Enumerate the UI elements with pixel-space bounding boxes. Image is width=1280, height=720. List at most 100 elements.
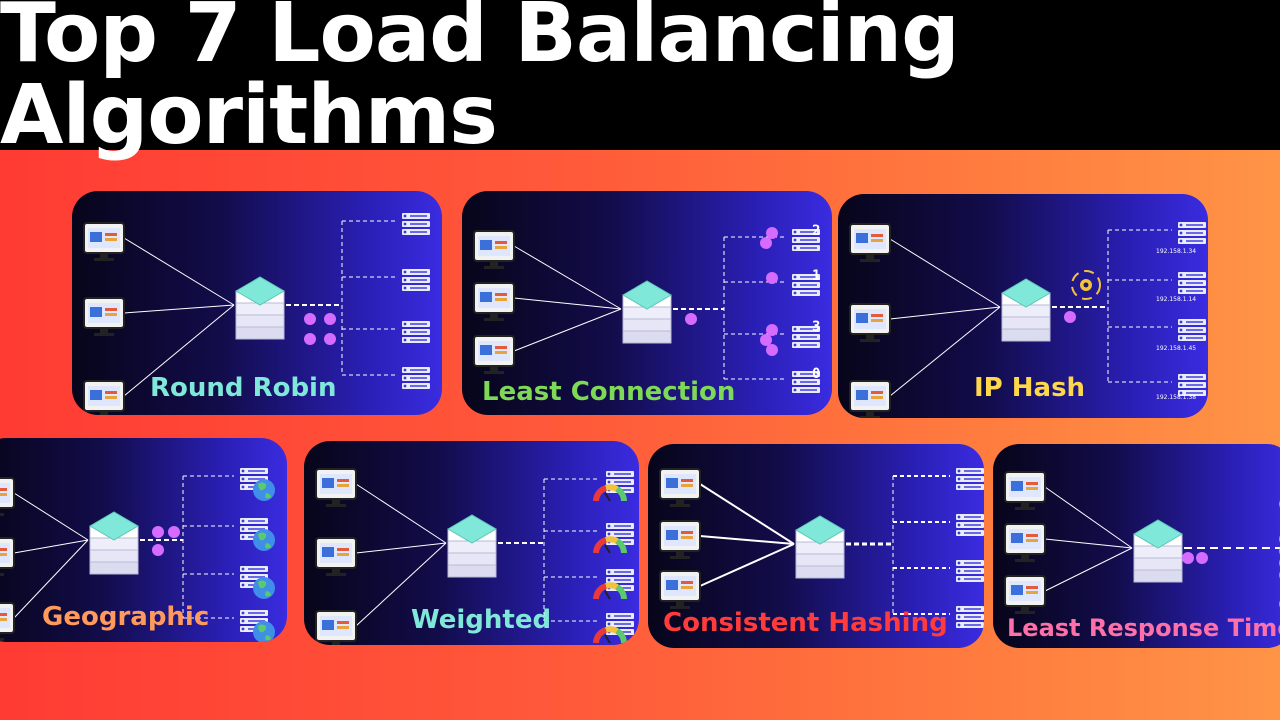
request-dot <box>168 526 180 538</box>
client-monitor-icon <box>1004 523 1046 562</box>
label-round-robin: Round Robin <box>150 373 337 403</box>
ip-hash-diagram <box>849 222 1206 418</box>
connection-count-4: 0 <box>812 366 821 382</box>
request-dot <box>1182 552 1194 564</box>
client-monitor-icon <box>0 477 15 516</box>
client-monitor-icon <box>659 468 701 507</box>
request-dot <box>760 334 772 346</box>
load-balancer-icon <box>89 511 139 575</box>
server-icon <box>402 269 430 291</box>
client-monitor-icon <box>0 602 15 641</box>
load-balancer-icon <box>1001 278 1051 342</box>
server-icon <box>956 514 984 536</box>
card-ip-hash: 192.158.1.34 192.158.1.14 192.158.1.45 1… <box>838 194 1208 418</box>
client-monitor-icon <box>659 520 701 559</box>
client-monitor-icon <box>849 223 891 262</box>
client-monitor-icon <box>659 570 701 609</box>
request-dot <box>685 313 697 325</box>
globe-icon <box>253 479 275 501</box>
connection-count-3: 3 <box>812 319 821 335</box>
label-least-response-time: Least Response Time <box>1007 614 1280 642</box>
client-link <box>355 542 447 627</box>
client-link <box>355 542 447 554</box>
client-link <box>699 543 795 587</box>
server-ip-1: 192.158.1.34 <box>1156 248 1197 255</box>
label-least-connection: Least Connection <box>482 377 736 407</box>
label-consistent-hashing: Consistent Hashing <box>663 608 948 638</box>
client-link <box>889 306 1001 320</box>
request-dot <box>324 313 336 325</box>
gauge-icon <box>593 536 627 554</box>
card-round-robin: Round Robin <box>72 191 442 415</box>
round-robin-diagram <box>83 213 430 415</box>
gauge-icon <box>593 582 627 600</box>
load-balancer-icon <box>1133 519 1183 583</box>
server-icon <box>1178 272 1206 294</box>
request-dot <box>766 272 778 284</box>
card-consistent-hashing: Consistent Hashing <box>648 444 984 648</box>
client-monitor-icon <box>473 230 515 269</box>
consistent-hashing-diagram <box>659 468 984 628</box>
client-monitor-icon <box>315 610 357 645</box>
server-icon <box>402 321 430 343</box>
label-geographic: Geographic <box>42 602 210 632</box>
client-monitor-icon <box>1004 575 1046 614</box>
server-icon <box>1178 319 1206 341</box>
client-monitor-icon <box>83 222 125 261</box>
request-dot <box>1196 552 1208 564</box>
client-link <box>513 308 622 352</box>
client-link <box>13 492 89 541</box>
request-dot <box>152 544 164 556</box>
card-weighted: Weighted <box>304 441 639 645</box>
client-link <box>355 483 447 544</box>
client-link <box>699 483 795 545</box>
client-monitor-icon <box>83 380 125 415</box>
client-link <box>889 238 1001 308</box>
page-title: Top 7 Load Balancing Algorithms <box>0 0 960 163</box>
load-balancer-icon <box>795 515 845 579</box>
request-dot <box>766 344 778 356</box>
client-link <box>123 304 235 314</box>
globe-icon <box>253 621 275 642</box>
request-dot <box>324 333 336 345</box>
request-dot <box>304 313 316 325</box>
server-icon <box>792 229 820 251</box>
connection-count-1: 2 <box>812 223 821 239</box>
server-icon <box>606 569 634 591</box>
card-least-response-time: Least Response Time <box>993 444 1280 648</box>
gauge-icon <box>593 626 627 644</box>
request-dot <box>766 324 778 336</box>
server-icon <box>792 371 820 393</box>
geographic-diagram <box>0 468 275 642</box>
client-link <box>1044 547 1133 592</box>
client-monitor-icon <box>849 380 891 418</box>
client-link <box>513 245 622 310</box>
card-least-connection: 2 1 3 0 Least Connection <box>462 191 832 415</box>
client-link <box>1044 486 1133 549</box>
gear-icon <box>1071 270 1101 300</box>
server-icon <box>402 367 430 389</box>
globe-icon <box>253 577 275 599</box>
server-icon <box>956 606 984 628</box>
client-monitor-icon <box>473 335 515 374</box>
server-ip-3: 192.158.1.45 <box>1156 345 1197 352</box>
client-monitor-icon <box>849 303 891 342</box>
server-icon <box>606 523 634 545</box>
card-geographic: Geographic <box>0 438 287 642</box>
load-balancer-icon <box>622 280 672 344</box>
client-link <box>889 306 1001 397</box>
client-link <box>699 535 795 545</box>
label-ip-hash: IP Hash <box>974 373 1086 403</box>
label-weighted: Weighted <box>411 605 552 635</box>
server-icon <box>1178 222 1206 244</box>
request-dot <box>304 333 316 345</box>
server-icon <box>792 326 820 348</box>
client-monitor-icon <box>315 468 357 507</box>
server-icon <box>792 274 820 296</box>
server-ip-2: 192.158.1.14 <box>1156 296 1197 303</box>
client-link <box>1044 538 1133 549</box>
server-icon <box>956 468 984 490</box>
client-monitor-icon <box>0 537 15 576</box>
request-dot <box>152 526 164 538</box>
client-link <box>123 237 235 306</box>
